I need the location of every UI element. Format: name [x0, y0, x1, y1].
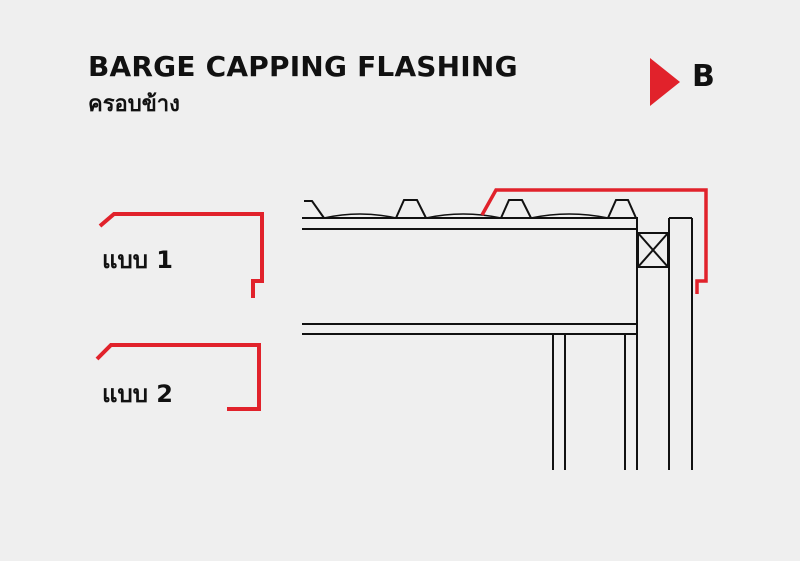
roof-section-drawing — [302, 199, 693, 470]
section-letter: B — [692, 59, 715, 94]
section-marker-triangle — [650, 58, 680, 106]
variant-2-label: แบบ 2 — [102, 380, 173, 408]
roof-sheet-sag — [323, 213, 609, 219]
flashing-profile-variant-1 — [98, 212, 264, 298]
page-title: BARGE CAPPING FLASHING — [88, 50, 518, 83]
installed-barge-flashing — [480, 188, 708, 294]
variant-1-label: แบบ 1 — [102, 246, 173, 274]
timber-block-cross-2 — [637, 232, 669, 268]
page-subtitle: ครอบข้าง — [88, 92, 180, 117]
flashing-profile-variant-2 — [95, 343, 261, 411]
